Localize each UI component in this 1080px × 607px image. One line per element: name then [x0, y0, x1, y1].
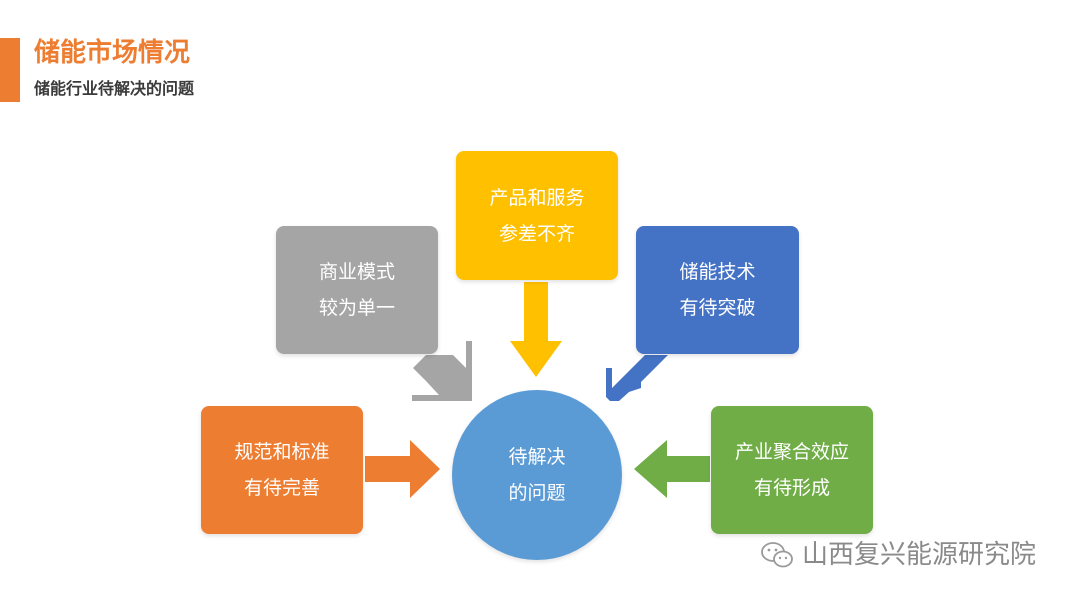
arrow-products-services [510, 282, 562, 377]
arrow-aggregation [634, 440, 710, 498]
box-products-services-line2: 参差不齐 [498, 222, 575, 245]
watermark: 山西复兴能源研究院 [760, 538, 1036, 572]
center-circle: 待解决 的问题 [452, 390, 622, 560]
box-technology-line1: 储能技术 [679, 261, 756, 283]
box-standards-line1: 规范和标准 [234, 441, 330, 463]
page-subtitle: 储能行业待解决的问题 [34, 79, 195, 98]
center-circle-line2: 的问题 [508, 482, 566, 504]
wechat-icon [761, 542, 793, 568]
box-technology: 储能技术 有待突破 [636, 226, 799, 354]
title-accent-bar [0, 38, 20, 102]
box-standards: 规范和标准 有待完善 [201, 406, 363, 534]
box-business-model-line1: 商业模式 [318, 261, 395, 283]
box-aggregation: 产业聚合效应 有待形成 [711, 406, 873, 534]
box-technology-line2: 有待突破 [679, 297, 756, 319]
watermark-text: 山西复兴能源研究院 [802, 540, 1037, 570]
box-business-model: 商业模式 较为单一 [276, 226, 438, 354]
box-products-services: 产品和服务 参差不齐 [456, 151, 618, 280]
box-business-model-line2: 较为单一 [318, 297, 395, 319]
box-aggregation-line1: 产业聚合效应 [734, 441, 849, 463]
center-circle-line1: 待解决 [508, 446, 566, 468]
box-standards-line2: 有待完善 [243, 477, 320, 499]
arrow-business-model [412, 341, 472, 401]
arrow-standards [365, 440, 440, 498]
box-products-services-line1: 产品和服务 [489, 186, 585, 209]
box-aggregation-line2: 有待形成 [753, 477, 830, 499]
page-title: 储能市场情况 [34, 38, 191, 68]
arrow-technology [606, 355, 668, 401]
